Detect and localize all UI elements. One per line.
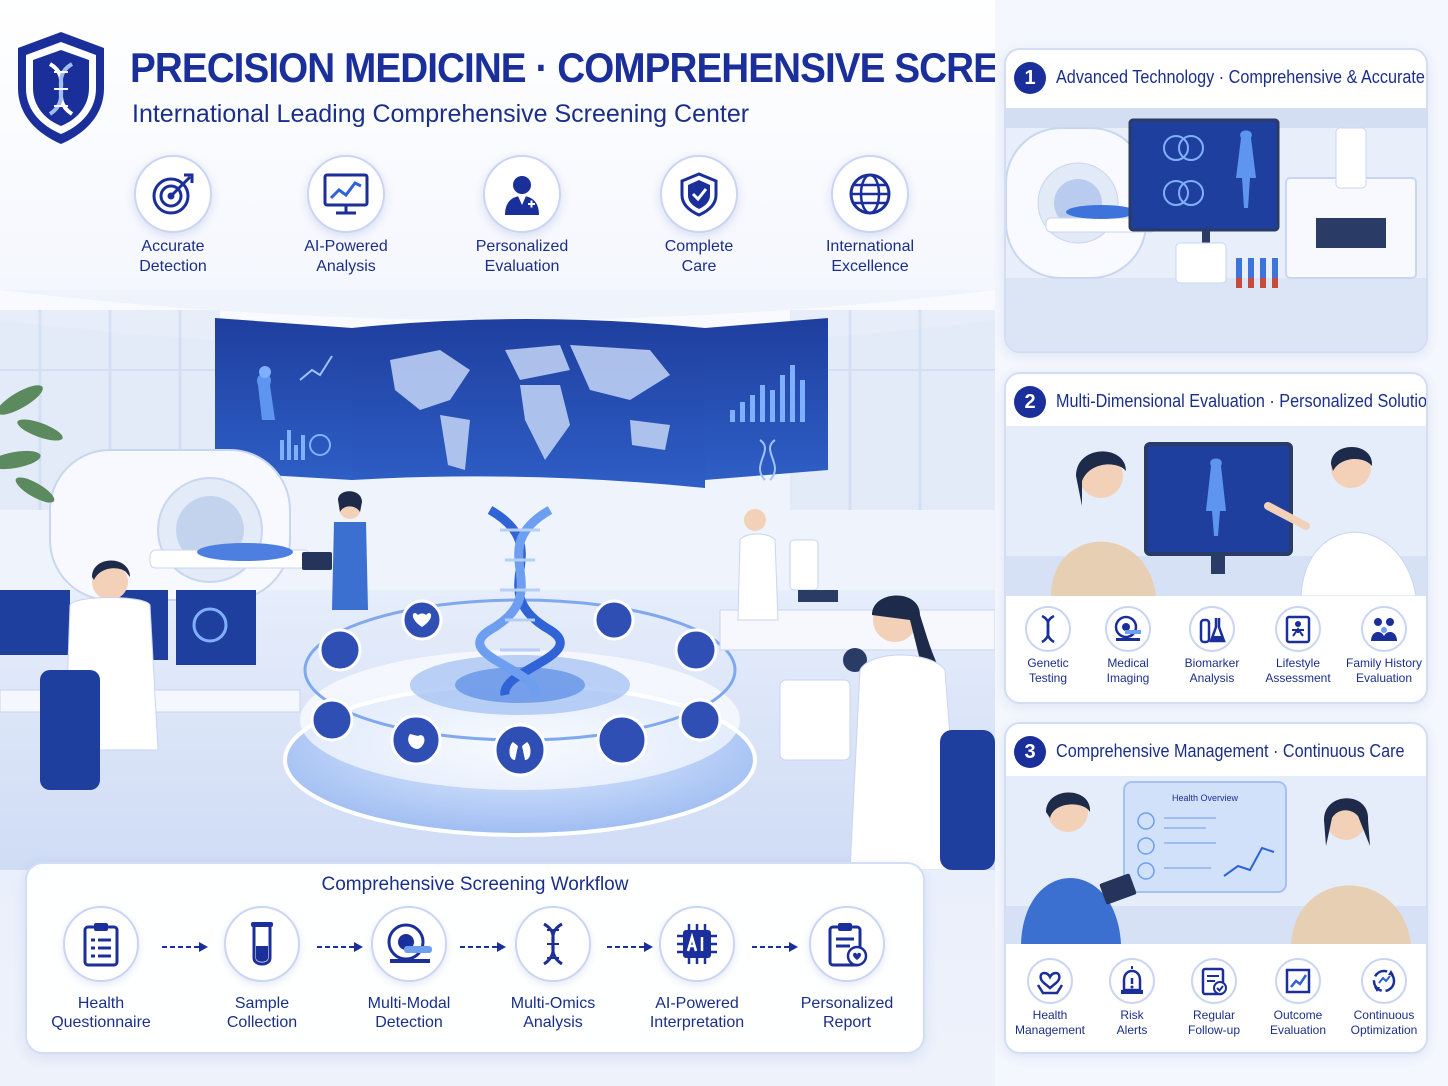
nurse-figure — [302, 491, 368, 610]
step-label: AI-Powered Interpretation — [649, 995, 745, 1031]
item-lifestyle-assessment: Lifestyle Assessment — [1256, 606, 1340, 686]
workflow-step-personalized-report: Personalized Report — [777, 906, 917, 1032]
item-biomarker-analysis: Biomarker Analysis — [1170, 606, 1254, 686]
workflow-title: Comprehensive Screening Workflow — [321, 874, 629, 895]
arrow-icon — [162, 942, 208, 952]
arrow-icon — [607, 942, 653, 952]
feature-complete-care: Complete Care — [614, 155, 784, 277]
item-health-management: Health Management — [1008, 958, 1092, 1038]
person-chart-icon — [1275, 606, 1321, 652]
step-label: Health Questionnaire — [51, 995, 151, 1031]
test-tube-icon — [224, 906, 300, 982]
arrow-icon — [752, 942, 798, 952]
panel-number: 1 — [1014, 62, 1046, 94]
scanner-icon — [371, 906, 447, 982]
cycle-icon — [1361, 958, 1407, 1004]
feature-accurate-detection: Accurate Detection — [88, 155, 258, 277]
ai-chip-icon — [659, 906, 735, 982]
feature-label: International Excellence — [825, 238, 915, 275]
item-label: Continuous Optimization — [1350, 1008, 1418, 1037]
item-risk-alerts: Risk Alerts — [1090, 958, 1174, 1038]
feature-label: AI-Powered Analysis — [304, 238, 388, 275]
care-management-photo: Health Overview — [1006, 776, 1426, 944]
dna-icon — [515, 906, 591, 982]
report-icon — [809, 906, 885, 982]
step-label: Personalized Report — [800, 995, 894, 1031]
hero-section: PRECISION MEDICINE · COMPREHENSIVE SCREE… — [0, 0, 995, 1086]
panel-title: Comprehensive Management · Continuous Ca… — [1056, 741, 1405, 761]
workflow-step-ai-powered-interpretation: AI-Powered Interpretation — [627, 906, 767, 1032]
lab-scientist-microscope — [719, 509, 995, 870]
arrow-icon — [460, 942, 506, 952]
feature-personalized-evaluation: Personalized Evaluation — [437, 155, 607, 277]
step-label: Sample Collection — [226, 995, 298, 1031]
calendar-check-icon — [1191, 958, 1237, 1004]
page-subtitle: International Leading Comprehensive Scre… — [132, 100, 750, 128]
workflow-step-sample-collection: Sample Collection — [192, 906, 332, 1032]
plant-decoration — [0, 385, 63, 503]
screening-center-illustration — [0, 290, 995, 870]
dna-hologram-platform — [283, 506, 757, 837]
panel-advanced-technology: 1 Advanced Technology · Comprehensive & … — [1004, 48, 1428, 353]
feature-ai-powered-analysis: AI-Powered Analysis — [261, 155, 431, 277]
heart-hands-icon — [1027, 958, 1073, 1004]
item-label: Risk Alerts — [1116, 1008, 1148, 1037]
wall-display-center — [352, 319, 705, 488]
dna-icon — [1025, 606, 1071, 652]
flask-icon — [1189, 606, 1235, 652]
alarm-icon — [1109, 958, 1155, 1004]
item-label: Lifestyle Assessment — [1265, 656, 1331, 685]
panel-title: Advanced Technology · Comprehensive & Ac… — [1056, 67, 1425, 87]
item-label: Family History Evaluation — [1345, 656, 1422, 685]
target-icon — [134, 155, 212, 233]
shield-dna-logo — [18, 32, 104, 144]
trend-chart-icon — [1275, 958, 1321, 1004]
item-label: Biomarker Analysis — [1184, 656, 1240, 685]
doctor-workstation — [0, 560, 301, 790]
panel-title: Multi-Dimensional Evaluation · Personali… — [1056, 391, 1428, 411]
clipboard-icon — [63, 906, 139, 982]
wall-display-left — [215, 318, 352, 480]
panel-number: 2 — [1014, 386, 1046, 418]
family-icon — [1361, 606, 1407, 652]
step-label: Multi-Omics Analysis — [510, 995, 596, 1031]
lab-equipment-photo — [1006, 108, 1426, 351]
item-label: Genetic Testing — [1027, 656, 1069, 685]
item-label: Medical Imaging — [1106, 656, 1150, 685]
feature-label: Personalized Evaluation — [475, 238, 569, 275]
health-overview-text: Health Overview — [1172, 793, 1239, 803]
item-medical-imaging: Medical Imaging — [1086, 606, 1170, 686]
feature-label: Accurate Detection — [139, 238, 207, 275]
step-label: Multi-Modal Detection — [367, 995, 451, 1031]
panel-number: 3 — [1014, 736, 1046, 768]
workflow-panel: Comprehensive Screening Workflow Health … — [25, 862, 925, 1054]
workflow-step-multi-modal-detection: Multi-Modal Detection — [339, 906, 479, 1032]
scanner-icon — [1105, 606, 1151, 652]
item-regular-follow-up: Regular Follow-up — [1172, 958, 1256, 1038]
item-outcome-evaluation: Outcome Evaluation — [1256, 958, 1340, 1038]
globe-icon — [831, 155, 909, 233]
item-label: Health Management — [1014, 1008, 1086, 1037]
panel-multi-dimensional-evaluation: 2 Multi-Dimensional Evaluation · Persona… — [1004, 372, 1428, 704]
mri-scanner — [49, 449, 311, 601]
feature-label: Complete Care — [664, 238, 734, 275]
wall-display-right — [705, 318, 828, 481]
arrow-icon — [317, 942, 363, 952]
item-label: Regular Follow-up — [1187, 1008, 1241, 1037]
chart-monitor-icon — [307, 155, 385, 233]
shield-check-icon — [660, 155, 738, 233]
feature-international-excellence: International Excellence — [785, 155, 955, 277]
workflow-step-health-questionnaire: Health Questionnaire — [31, 906, 171, 1032]
panel-comprehensive-management: 3 Comprehensive Management · Continuous … — [1004, 722, 1428, 1054]
doctor-icon — [483, 155, 561, 233]
consultation-photo — [1006, 426, 1426, 596]
item-continuous-optimization: Continuous Optimization — [1342, 958, 1426, 1038]
workflow-step-multi-omics-analysis: Multi-Omics Analysis — [483, 906, 623, 1032]
item-family-history-evaluation: Family History Evaluation — [1342, 606, 1426, 686]
item-label: Outcome Evaluation — [1269, 1008, 1327, 1037]
page-title: PRECISION MEDICINE · COMPREHENSIVE SCREE… — [130, 44, 995, 91]
item-genetic-testing: Genetic Testing — [1006, 606, 1090, 686]
